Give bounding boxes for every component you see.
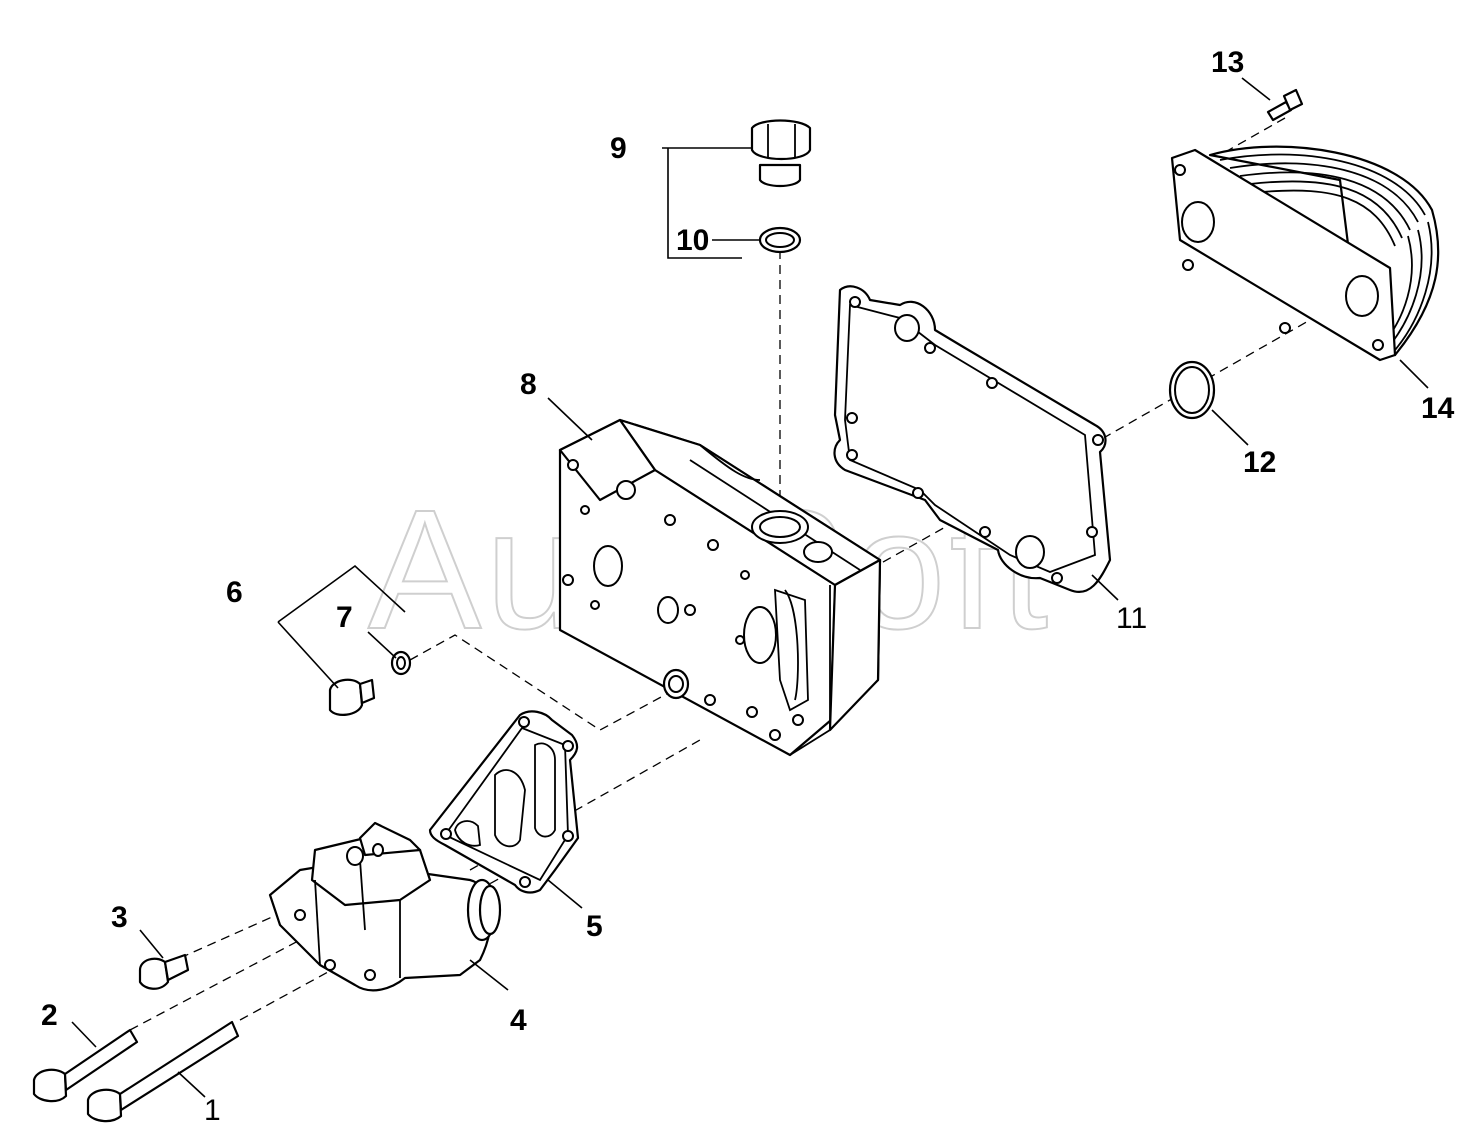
callout-14: 14 <box>1421 392 1455 425</box>
plug-9 <box>750 119 812 188</box>
callout-2: 2 <box>41 999 58 1032</box>
callout-3: 3 <box>111 901 128 934</box>
callout-5: 5 <box>586 910 603 943</box>
washer-7 <box>390 650 412 676</box>
bolt-3 <box>138 953 190 990</box>
housing-4 <box>268 821 502 992</box>
screw-13 <box>1266 88 1304 122</box>
callout-11: 11 <box>1116 602 1147 635</box>
callout-7: 7 <box>336 601 353 634</box>
bolt-2 <box>32 1028 139 1103</box>
callout-10: 10 <box>676 224 709 257</box>
gasket-11 <box>833 285 1112 593</box>
callout-8: 8 <box>520 368 537 401</box>
callout-4: 4 <box>510 1004 527 1037</box>
o-ring-12 <box>1168 360 1216 420</box>
oil-cooler-14 <box>1170 145 1440 362</box>
housing-8 <box>558 418 882 757</box>
callout-13: 13 <box>1211 46 1244 79</box>
callout-12: 12 <box>1243 446 1276 479</box>
callout-9: 9 <box>610 132 627 165</box>
washer-10 <box>758 226 802 254</box>
callout-1: 1 <box>204 1094 221 1127</box>
gasket-5 <box>428 710 580 894</box>
bolt-1 <box>86 1020 240 1123</box>
plug-6 <box>328 678 376 716</box>
callouts: 1 2 3 4 5 6 7 8 9 10 11 12 13 14 <box>41 46 1455 1127</box>
leader-lines <box>71 77 1429 1098</box>
callout-6: 6 <box>226 576 243 609</box>
